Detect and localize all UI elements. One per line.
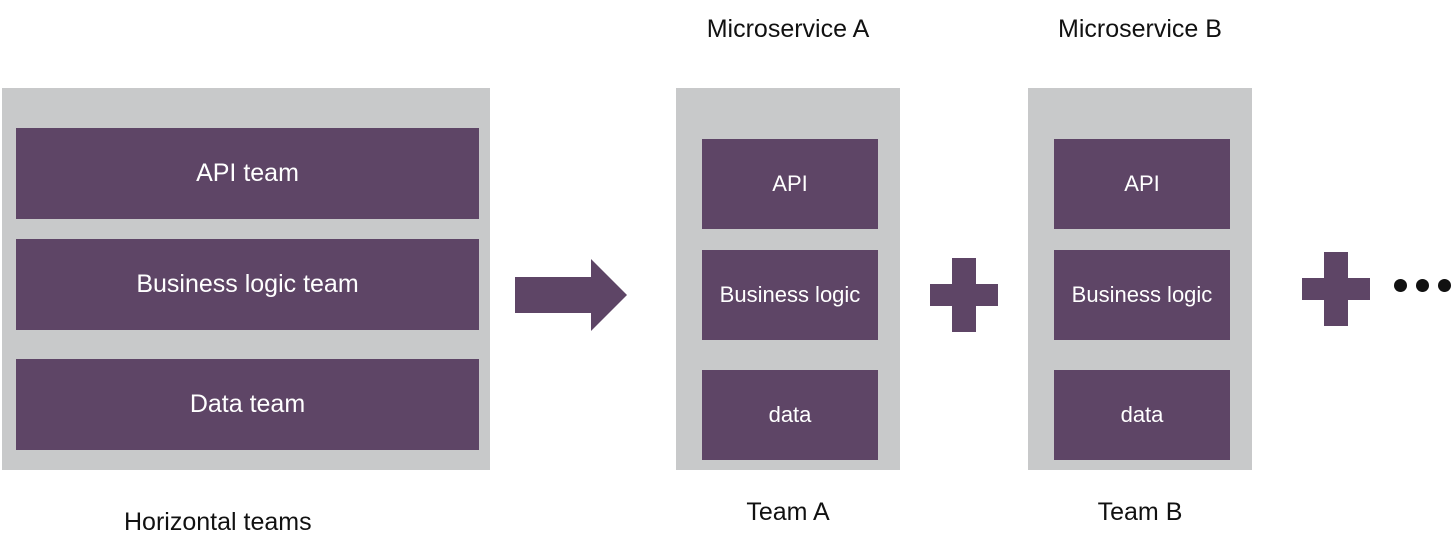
arrow-right-icon bbox=[515, 259, 627, 331]
microservice-b-data-layer: data bbox=[1054, 370, 1230, 460]
data-team-layer: Data team bbox=[16, 359, 479, 450]
microservice-b-api-layer: API bbox=[1054, 139, 1230, 229]
horizontal-teams-panel: API team Business logic team Data team bbox=[2, 88, 490, 470]
microservice-b-business-logic-layer: Business logic bbox=[1054, 250, 1230, 340]
microservice-a-title: Microservice A bbox=[706, 15, 870, 43]
team-b-caption: Team B bbox=[1097, 498, 1183, 526]
ellipsis-dot bbox=[1438, 279, 1451, 292]
business-logic-team-layer: Business logic team bbox=[16, 239, 479, 330]
plus-icon-2 bbox=[1302, 252, 1370, 326]
microservice-a-api-layer: API bbox=[702, 139, 878, 229]
ellipsis-dot bbox=[1416, 279, 1429, 292]
microservice-a-data-layer: data bbox=[702, 370, 878, 460]
plus-icon bbox=[930, 258, 998, 332]
api-team-layer: API team bbox=[16, 128, 479, 219]
microservice-a-business-logic-layer: Business logic bbox=[702, 250, 878, 340]
ellipsis-dot bbox=[1394, 279, 1407, 292]
horizontal-teams-caption: Horizontal teams bbox=[124, 508, 312, 536]
microservice-a-panel: API Business logic data bbox=[676, 88, 900, 470]
microservice-b-panel: API Business logic data bbox=[1028, 88, 1252, 470]
microservice-b-title: Microservice B bbox=[1058, 15, 1222, 43]
ellipsis-icon bbox=[1394, 279, 1451, 292]
team-a-caption: Team A bbox=[746, 498, 830, 526]
